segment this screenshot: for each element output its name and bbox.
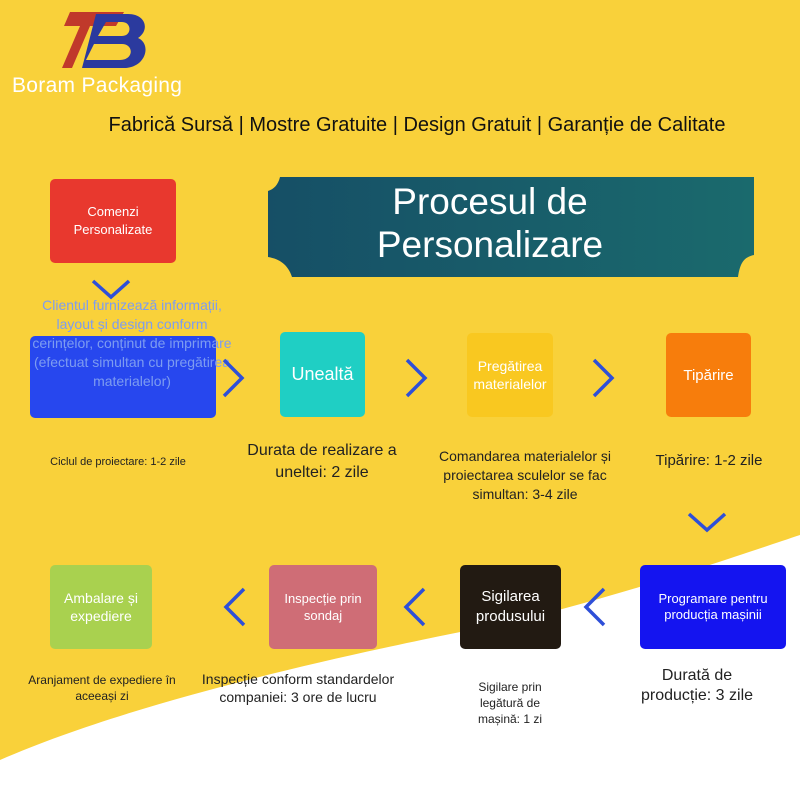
brand-logo-icon xyxy=(62,12,146,68)
step-tooling: Unealtă xyxy=(280,332,365,417)
step-design-info xyxy=(30,336,216,418)
step-machine-scheduling: Programare pentru producția mașinii xyxy=(640,565,786,649)
chevron-left-icon xyxy=(223,587,246,627)
step-sealing-note: Sigilare prin legătură de mașină: 1 zi xyxy=(477,680,543,726)
step-label: Unealtă xyxy=(291,364,354,384)
step-packing-shipping: Ambalare și expediere xyxy=(50,565,152,649)
chevron-right-icon xyxy=(592,358,615,398)
chevron-down-icon xyxy=(91,279,131,300)
title-line-1: Procesul de xyxy=(392,181,588,222)
chevron-left-icon xyxy=(583,587,606,627)
page-title: Procesul de Personalizare xyxy=(300,180,680,266)
step-sealing: Sigilarea produsului xyxy=(460,565,561,649)
step-machine-note: Durată de producție: 3 zile xyxy=(640,667,754,704)
step-printing-note: Tipărire: 1-2 zile xyxy=(655,452,763,469)
chevron-down-icon xyxy=(687,512,727,533)
chevron-right-icon xyxy=(405,358,428,398)
step-printing: Tipărire xyxy=(666,333,751,417)
tagline: Fabrică Sursă | Mostre Gratuite | Design… xyxy=(108,114,726,136)
step-design-info-label: Clientul furnizează informații, layout ș… xyxy=(32,297,232,389)
step-inspection-note: Inspecție conform standardelor companiei… xyxy=(201,671,395,705)
step-tooling-note: Durata de realizare a uneltei: 2 zile xyxy=(247,442,397,481)
step-label: Tipărire xyxy=(683,366,734,384)
step-label: Comenzi Personalizate xyxy=(73,204,153,237)
step-label: Inspecție prin sondaj xyxy=(284,591,362,623)
step-label: Ambalare și expediere xyxy=(64,590,138,624)
title-banner xyxy=(268,177,754,277)
step-material-prep: Pregătirea materialelor xyxy=(467,333,553,417)
chevron-right-icon xyxy=(222,358,245,398)
step-custom-orders: Comenzi Personalizate xyxy=(50,179,176,263)
step-label: Sigilarea produsului xyxy=(475,588,546,625)
step-packing-note: Aranjament de expediere în aceeași zi xyxy=(28,673,176,703)
chevron-left-icon xyxy=(403,587,426,627)
title-line-2: Personalizare xyxy=(376,224,604,265)
brand-name: Boram Packaging xyxy=(12,74,183,97)
step-inspection: Inspecție prin sondaj xyxy=(269,565,377,649)
step-material-note: Comandarea materialelor și proiectarea s… xyxy=(439,448,611,502)
step-label: Pregătirea materialelor xyxy=(473,358,547,392)
step-label: Programare pentru producția mașinii xyxy=(658,591,768,622)
step-design-note: Ciclul de proiectare: 1-2 zile xyxy=(50,456,186,468)
